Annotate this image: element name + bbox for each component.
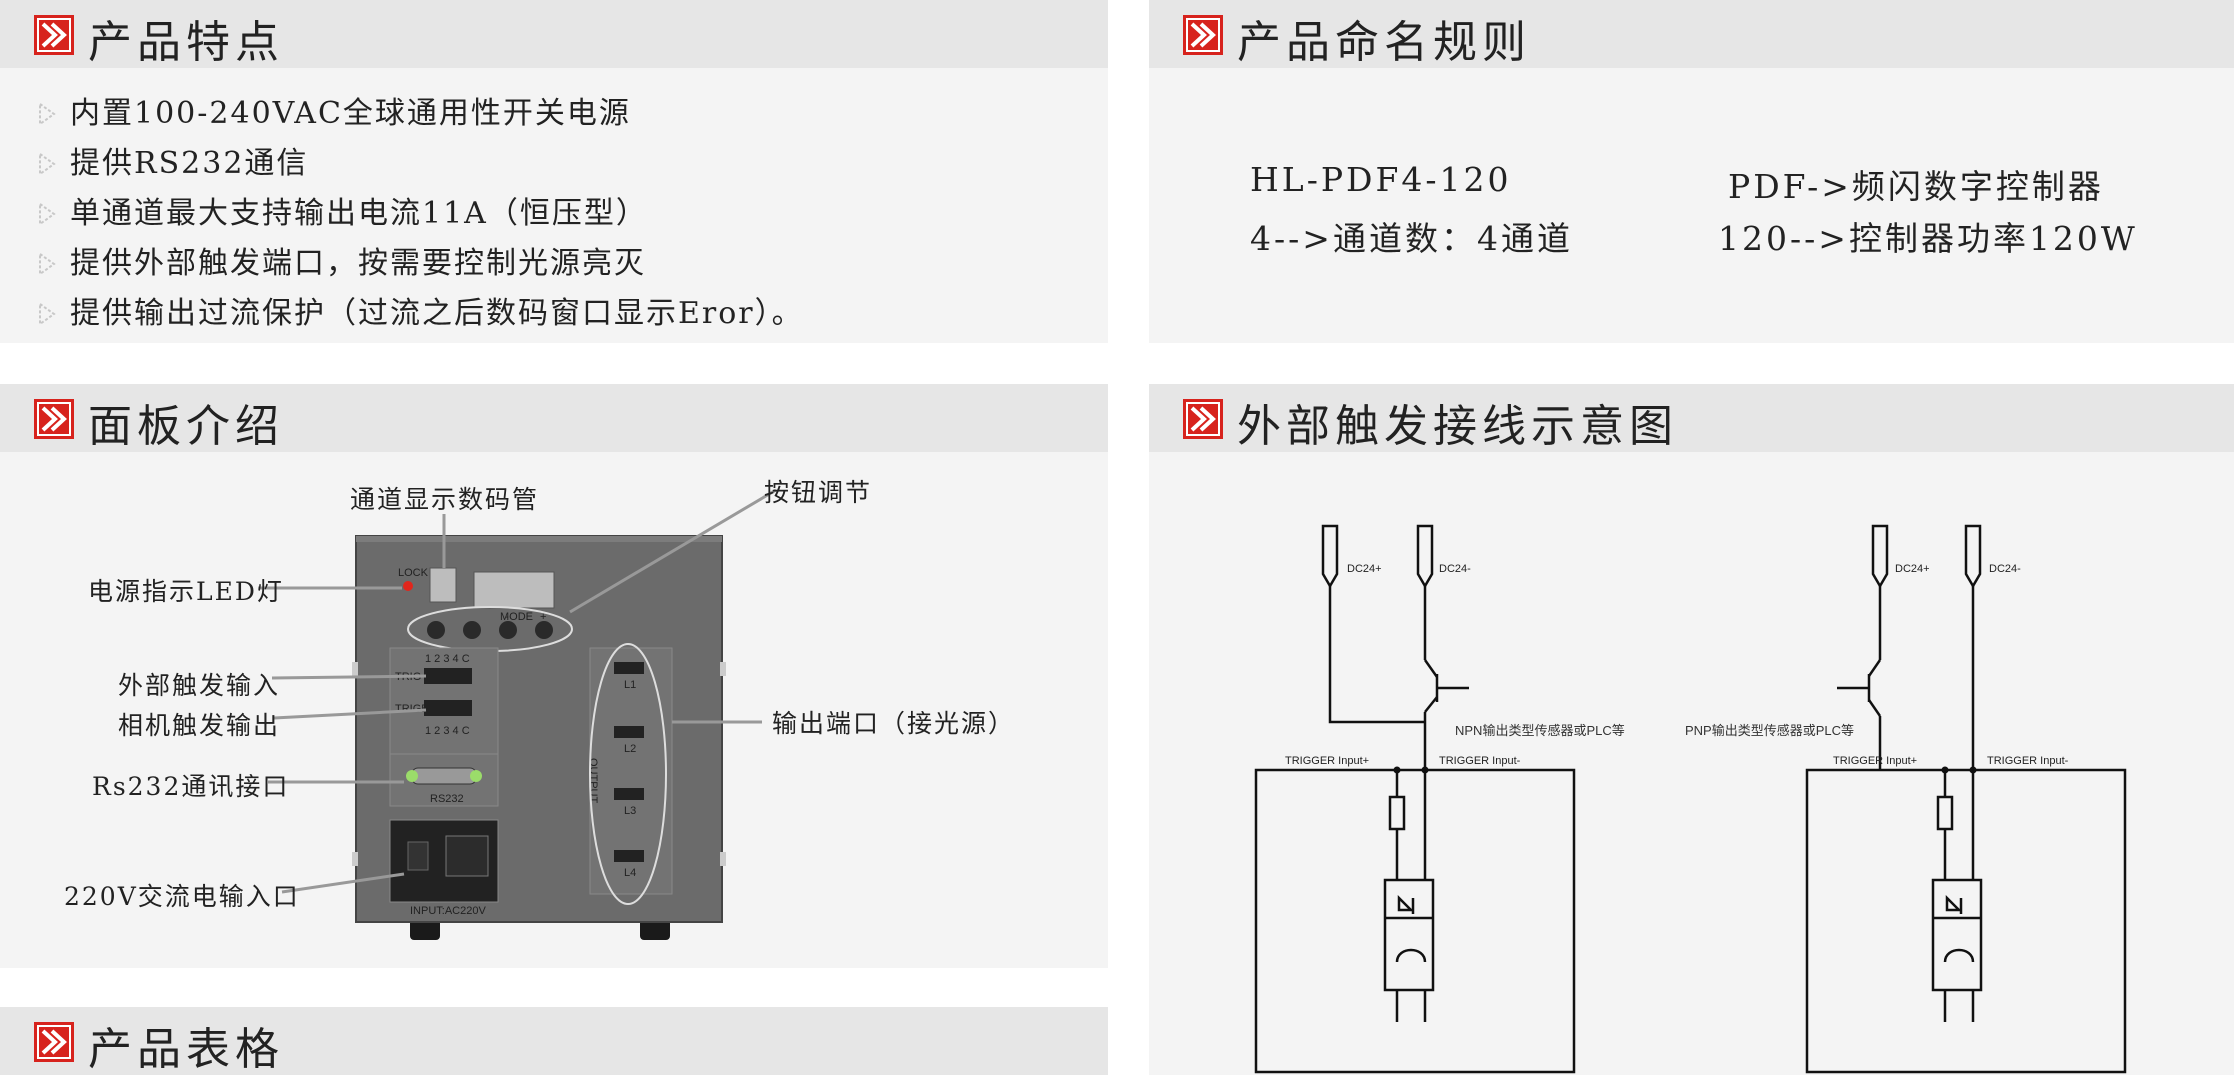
npn-dc-minus: DC24- [1439,563,1471,575]
chevron-right-icon [34,399,74,439]
out-l4: L4 [624,867,636,879]
chevron-right-icon [34,1022,74,1062]
pnp-trig-plus: TRIGGER Input+ [1833,755,1917,767]
bullet-icon [39,302,56,326]
feature-text: 提供外部触发端口，按需要控制光源亮灭 [70,246,646,281]
naming-channels: 4-->通道数：4通道 [1250,219,1573,258]
bullet-icon [39,152,56,176]
feature-text: 提供RS232通信 [70,146,309,181]
callout-rs232: Rs232通讯接口 [92,772,290,801]
npn-trig-minus: TRIGGER Input- [1439,755,1521,767]
features-header: 产品特点 [0,0,1108,68]
plus-label: + [540,611,546,623]
callout-led: 电源指示LED灯 [88,577,284,606]
naming-power: 120-->控制器功率120W [1718,219,2138,258]
feature-item: 单通道最大支持输出电流11A（恒压型） [38,188,648,232]
output-device-title: OUTPUT [587,758,599,804]
ac-device-label: INPUT:AC220V [410,905,486,917]
bullet-icon [39,202,56,226]
bullet-icon [39,252,56,276]
chevron-right-icon [34,15,74,55]
callout-trigger-in: 外部触发输入 [118,671,281,700]
panel-intro-title: 面板介绍 [88,401,284,452]
callout-camera-out: 相机触发输出 [118,711,281,740]
callout-display: 通道显示数码管 [350,485,540,514]
lock-label: LOCK [398,567,429,579]
table-title: 产品表格 [88,1024,284,1075]
callout-output-port: 输出端口（接光源） [772,709,1016,738]
naming-header: 产品命名规则 [1149,0,2234,68]
npn-dc-plus: DC24+ [1347,563,1382,575]
feature-item: 内置100-240VAC全球通用性开关电源 [38,88,631,132]
feature-item: 提供外部触发端口，按需要控制光源亮灭 [38,238,646,282]
feature-text: 提供输出过流保护（过流之后数码窗口显示Eror）。 [70,296,804,331]
pnp-dc-plus: DC24+ [1895,563,1930,575]
wiring-panel [1149,384,2234,1075]
chevron-right-icon [1183,399,1223,439]
panel-intro-header: 面板介绍 [0,384,1108,452]
naming-title: 产品命名规则 [1237,17,1531,68]
naming-pdf: PDF->频闪数字控制器 [1728,167,2104,206]
minus-label: - [505,611,509,623]
callout-ac-in: 220V交流电输入口 [64,882,300,911]
feature-item: 提供输出过流保护（过流之后数码窗口显示Eror）。 [38,288,804,332]
out-l2: L2 [624,743,636,755]
trig-nums-bottom: 1 2 3 4 C [425,725,470,737]
features-title: 产品特点 [88,17,284,68]
pnp-caption: PNP输出类型传感器或PLC等 [1685,723,1854,738]
mode-label: MODE [500,611,533,623]
out-l1: L1 [624,679,636,691]
npn-trig-plus: TRIGGER Input+ [1285,755,1369,767]
npn-caption: NPN输出类型传感器或PLC等 [1455,723,1625,738]
feature-text: 内置100-240VAC全球通用性开关电源 [70,96,631,131]
out-l3: L3 [624,805,636,817]
feature-item: 提供RS232通信 [38,138,308,182]
chevron-right-icon [1183,15,1223,55]
trig-nums-top: 1 2 3 4 C [425,653,470,665]
wiring-title: 外部触发接线示意图 [1237,401,1678,452]
wiring-diagram: DC24+ DC24- NPN输出类型传感器或PLC等 TRIGGER Inpu… [1254,524,2127,1074]
naming-model: HL-PDF4-120 [1250,160,1512,199]
rs232-device-label: RS232 [430,793,464,805]
callout-buttons: 按钮调节 [764,478,873,507]
table-header: 产品表格 [0,1007,1108,1075]
controller-device-illustration: LOCK MODE - + 1 2 3 4 C TRIG TRIGB OUT 1… [258,488,777,940]
pnp-trig-minus: TRIGGER Input- [1987,755,2069,767]
pnp-dc-minus: DC24- [1989,563,2021,575]
feature-text: 单通道最大支持输出电流11A（恒压型） [70,196,648,231]
wiring-header: 外部触发接线示意图 [1149,384,2234,452]
bullet-icon [39,102,56,126]
